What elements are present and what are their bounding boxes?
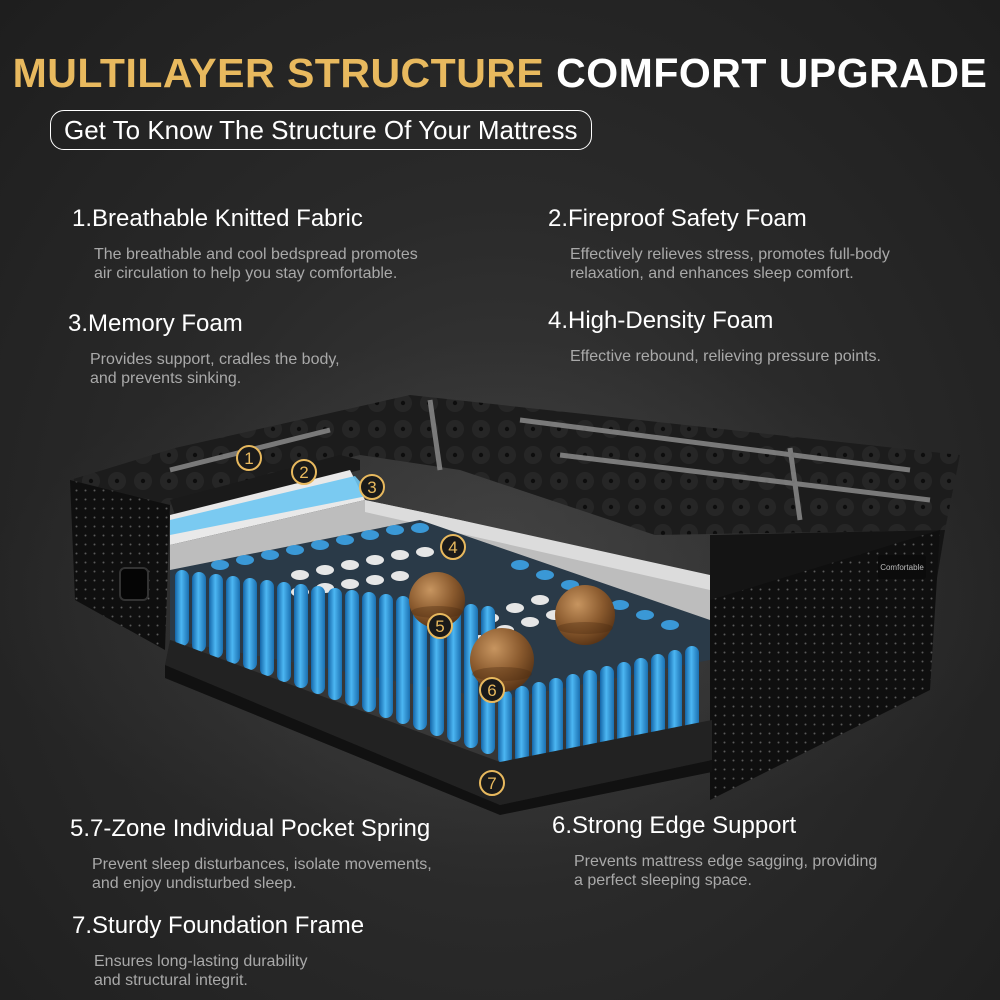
feature-memory-foam: 3.Memory Foam Provides support, cradles … <box>68 310 340 388</box>
feature-title: 3.Memory Foam <box>68 310 243 337</box>
callout-2-number: 2 <box>299 463 308 482</box>
callout-4: 4 <box>440 534 466 560</box>
callout-1-number: 1 <box>244 449 253 468</box>
callout-1: 1 <box>236 445 262 471</box>
mattress-top-surface <box>70 395 960 535</box>
callout-3-number: 3 <box>367 478 376 497</box>
mattress-side-panel-right <box>710 530 940 800</box>
feature-title: 6.Strong Edge Support <box>552 812 797 839</box>
feature-description: Effectively relieves stress, promotes fu… <box>570 246 890 282</box>
callout-2: 2 <box>291 459 317 485</box>
foundation-frame <box>165 640 712 805</box>
title-rest: COMFORT UPGRADE <box>556 50 988 96</box>
feature-edge-support: 6.Strong Edge Support Prevents mattress … <box>552 812 877 890</box>
page-title: MULTILAYER STRUCTURE COMFORT UPGRADE <box>0 50 1000 97</box>
feature-description: Prevents mattress edge sagging, providin… <box>574 853 878 889</box>
feature-pocket-spring: 5.7-Zone Individual Pocket Spring Preven… <box>70 815 432 893</box>
feature-title: 5.7-Zone Individual Pocket Spring <box>70 815 431 842</box>
mattress-side-panel-left <box>70 480 170 650</box>
callout-5-number: 5 <box>435 617 444 636</box>
callout-5: 5 <box>427 613 453 639</box>
feature-description: Effective rebound, relieving pressure po… <box>570 348 881 365</box>
feature-description: Ensures long-lasting durability and stru… <box>94 953 308 989</box>
title-highlight: MULTILAYER STRUCTURE <box>12 50 545 96</box>
feature-foundation-frame: 7.Sturdy Foundation Frame Ensures long-l… <box>72 912 364 990</box>
feature-description: Provides support, cradles the body, and … <box>90 351 340 387</box>
feature-description: The breathable and cool bedspread promot… <box>94 246 418 282</box>
brand-label: Comfortable <box>880 563 924 572</box>
callout-7-number: 7 <box>487 774 496 793</box>
feature-title: 2.Fireproof Safety Foam <box>548 205 807 232</box>
callout-6-number: 6 <box>487 681 496 700</box>
feature-description: Prevent sleep disturbances, isolate move… <box>92 856 432 892</box>
pressure-balls <box>409 572 615 692</box>
callout-4-number: 4 <box>448 538 457 557</box>
layer-memory-foam <box>170 476 372 535</box>
feature-high-density-foam: 4.High-Density Foam Effective rebound, r… <box>548 307 881 366</box>
callout-7: 7 <box>479 770 505 796</box>
feature-title: 7.Sturdy Foundation Frame <box>72 912 365 939</box>
callout-6: 6 <box>479 677 505 703</box>
feature-title: 4.High-Density Foam <box>548 307 774 334</box>
feature-fireproof-foam: 2.Fireproof Safety Foam Effectively reli… <box>548 205 890 283</box>
callout-3: 3 <box>359 474 385 500</box>
feature-breathable-fabric: 1.Breathable Knitted Fabric The breathab… <box>72 205 418 283</box>
subtitle-pill: Get To Know The Structure Of Your Mattre… <box>50 110 592 150</box>
feature-title: 1.Breathable Knitted Fabric <box>72 205 363 232</box>
